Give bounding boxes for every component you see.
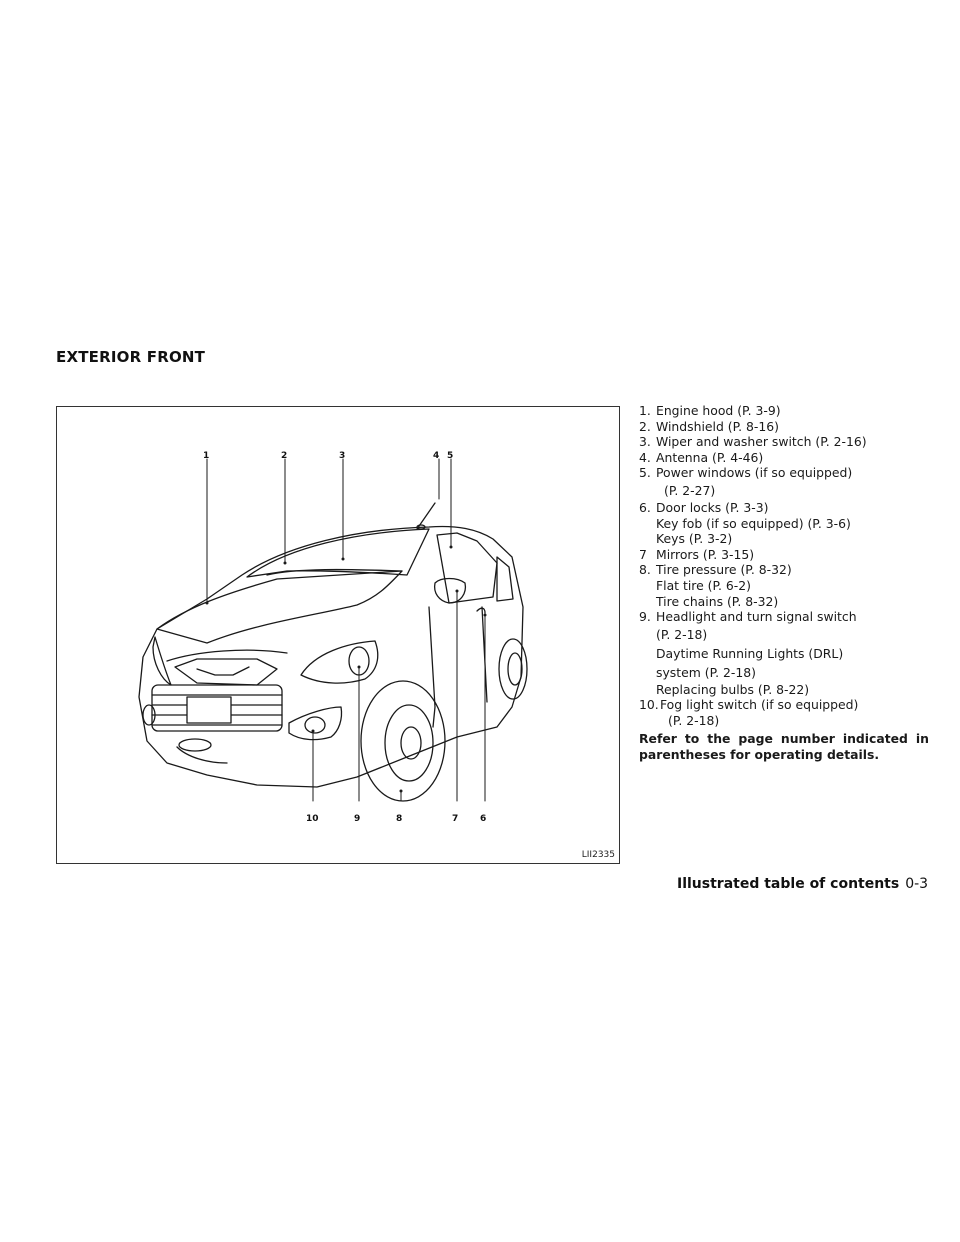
item-text: Tire chains (P. 8-32) — [656, 593, 779, 609]
item-text: (P. 2-18) — [656, 626, 708, 642]
item-text: Mirrors (P. 3-15) — [656, 546, 755, 562]
list-item: 4. Antenna (P. 4-46) — [639, 450, 929, 466]
callout-2: 2 — [281, 451, 287, 461]
callout-7: 7 — [452, 814, 458, 824]
list-item: 10. Fog light switch (if so equipped) (P… — [639, 697, 929, 728]
item-number: 7 — [639, 546, 647, 562]
item-number: 8. — [639, 562, 651, 578]
item-text: Keys (P. 3-2) — [656, 531, 733, 547]
item-text: Key fob (if so equipped) (P. 3-6) — [656, 515, 851, 531]
item-number: 9. — [639, 609, 651, 625]
item-text: Tire pressure (P. 8-32) — [656, 562, 792, 578]
item-text: Antenna (P. 4-46) — [656, 449, 764, 465]
exterior-front-figure: 1 2 3 4 5 6 7 8 9 10 LII2335 — [56, 406, 620, 864]
item-text: Windshield (P. 8-16) — [656, 418, 779, 434]
car-illustration: 1 2 3 4 5 6 7 8 9 10 — [138, 451, 528, 824]
item-number: 6. — [639, 499, 651, 515]
item-text: (P. 2-27) — [664, 482, 716, 498]
item-text: Daytime Running Lights (DRL) — [656, 645, 844, 661]
item-number: 10. — [639, 697, 659, 713]
list-item: 9. Headlight and turn signal switch (P. … — [639, 609, 929, 697]
list-item: 2. Windshield (P. 8-16) — [639, 419, 929, 435]
item-text: Door locks (P. 3-3) — [656, 499, 769, 515]
callout-8: 8 — [396, 814, 402, 824]
callout-10: 10 — [306, 814, 319, 824]
item-text: system (P. 2-18) — [656, 664, 756, 680]
item-text: Engine hood (P. 3-9) — [656, 403, 781, 418]
page-number: 0-3 — [905, 876, 929, 892]
item-number: 4. — [639, 449, 651, 465]
item-number: 1. — [639, 403, 651, 418]
item-text: Power windows (if so equipped) — [656, 465, 853, 481]
callout-9: 9 — [354, 814, 360, 824]
item-number: 2. — [639, 418, 651, 434]
callout-4: 4 — [433, 451, 439, 461]
callout-legend-list: 1. Engine hood (P. 3-9) 2. Windshield (P… — [639, 403, 929, 763]
item-text: Headlight and turn signal switch — [656, 609, 857, 625]
item-number: 3. — [639, 434, 651, 450]
callout-1: 1 — [203, 451, 209, 461]
list-item: 6. Door locks (P. 3-3) Key fob (if so eq… — [639, 500, 929, 547]
page-footer: Illustrated table of contents 0-3 — [677, 876, 928, 892]
operating-details-note: Refer to the page number indicated in pa… — [639, 730, 929, 762]
item-text: Flat tire (P. 6-2) — [656, 577, 751, 593]
section-title: EXTERIOR FRONT — [56, 348, 206, 366]
list-item: 7 Mirrors (P. 3-15) — [639, 547, 929, 563]
list-item: 5. Power windows (if so equipped) (P. 2-… — [639, 465, 929, 500]
callout-3: 3 — [339, 451, 345, 461]
footer-section-title: Illustrated table of contents — [677, 876, 900, 892]
item-text: Wiper and washer switch (P. 2-16) — [656, 434, 867, 450]
item-text: Fog light switch (if so equipped) — [660, 697, 859, 713]
list-item: 8. Tire pressure (P. 8-32) Flat tire (P.… — [639, 562, 929, 609]
callout-5: 5 — [447, 451, 453, 461]
item-text: Replacing bulbs (P. 8-22) — [656, 681, 810, 697]
figure-code: LII2335 — [581, 850, 615, 860]
list-item: 1. Engine hood (P. 3-9) — [639, 403, 929, 419]
list-item: 3. Wiper and washer switch (P. 2-16) — [639, 434, 929, 450]
callout-6: 6 — [480, 814, 486, 824]
item-number: 5. — [639, 465, 651, 481]
item-text: (P. 2-18) — [668, 712, 720, 728]
